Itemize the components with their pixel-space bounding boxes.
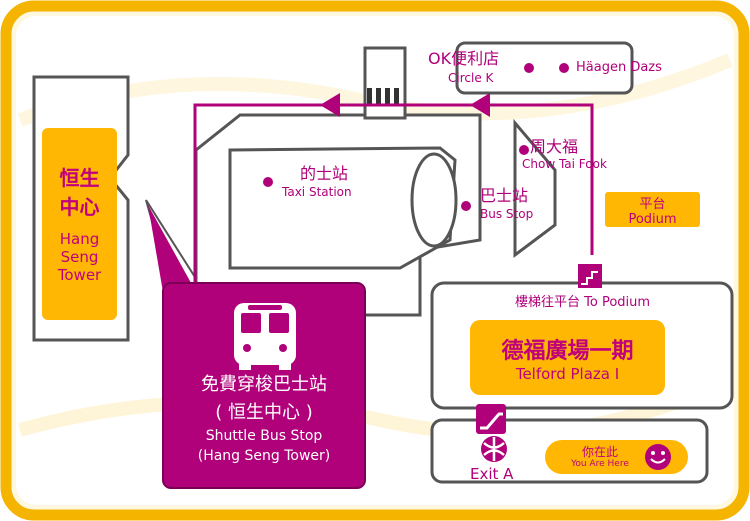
exit-label: Exit A: [470, 465, 514, 483]
telford-zh: 德福廣場一期: [501, 339, 634, 364]
mtr-logo-icon: [481, 436, 507, 462]
walking-route: [193, 103, 594, 287]
hang-seng-zh-line1: 恒生: [59, 166, 100, 190]
arrow-icon: [470, 93, 490, 117]
podium-zh: 平台: [639, 197, 666, 212]
shuttle-pointer: [148, 205, 196, 292]
you-are-here-en: You Are Here: [571, 459, 629, 469]
taxi-marker: [263, 177, 273, 187]
telford-box: [470, 320, 665, 395]
podium-en: Podium: [628, 212, 677, 227]
ctf-zh: 周大福: [530, 137, 579, 156]
bus-stop-en: Bus Stop: [480, 207, 534, 221]
chow-tai-fook-block: [513, 118, 557, 258]
you-are-here-zh: 你在此: [581, 445, 618, 459]
shuttle-en-sub: (Hang Seng Tower): [197, 448, 331, 464]
bus-stop-marker: [461, 201, 471, 211]
bus-island: [410, 152, 458, 248]
shuttle-zh-sub: ( 恒生中心 ): [215, 402, 313, 423]
smiley-icon: [645, 444, 671, 470]
crossing-building: [363, 46, 407, 120]
ok-store-marker: [524, 63, 534, 73]
stairs-icon: [578, 264, 602, 288]
podium-box: [605, 192, 700, 227]
shuttle-en-name: Shuttle Bus Stop: [205, 428, 323, 444]
haagen-marker: [559, 63, 569, 73]
arrow-icon: [320, 93, 340, 117]
ctf-en: Chow Tai Fook: [522, 157, 607, 171]
shops-block: [455, 41, 634, 95]
telford-en: Telford Plaza I: [515, 365, 620, 383]
ctf-marker: [519, 145, 529, 155]
hang-seng-zh-line2: 中心: [59, 195, 100, 219]
hang-seng-box: [42, 128, 117, 320]
bus-stop-zh: 巴士站: [480, 186, 529, 205]
hang-seng-en-line1: Hang: [59, 230, 100, 248]
shuttle-zh-name: 免費穿梭巴士站: [201, 374, 327, 395]
hang-seng-en-line2: Seng: [60, 248, 99, 266]
taxi-zh: 的士站: [300, 164, 349, 183]
hang-seng-en-line3: Tower: [57, 266, 102, 284]
stairs-label: 樓梯往平台 To Podium: [515, 295, 651, 310]
taxi-en: Taxi Station: [282, 185, 352, 199]
podium-label: 平台 Podium: [605, 193, 700, 227]
hang-seng-label: 恒生 中心 Hang Seng Tower: [42, 162, 117, 284]
taxi-island: [228, 146, 457, 270]
ok-store-en: Circle K: [448, 71, 494, 85]
haagen-label: Häagen Dazs: [576, 60, 662, 75]
shuttle-box: [162, 282, 366, 489]
escalator-icon: [476, 404, 506, 434]
zebra-crossing: [367, 88, 399, 104]
bus-icon: [234, 303, 296, 370]
ok-store-zh: OK便利店: [428, 49, 500, 68]
